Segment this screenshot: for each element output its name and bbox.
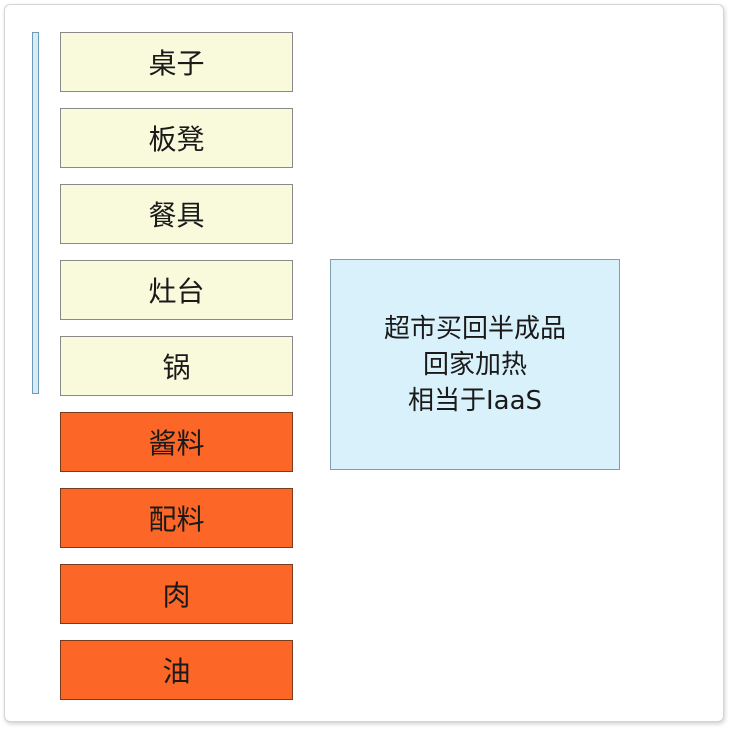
explanation-box: 超市买回半成品 回家加热 相当于IaaS — [330, 259, 620, 470]
stack-item-sauce: 酱料 — [60, 412, 293, 472]
note-line-2: 回家加热 — [422, 349, 527, 380]
layer-stack: 桌子 板凳 餐具 灶台 锅 酱料 配料 肉 油 — [60, 32, 293, 716]
stack-item-oil: 油 — [60, 640, 293, 700]
stack-item-tableware: 餐具 — [60, 184, 293, 244]
stack-item-stove: 灶台 — [60, 260, 293, 320]
provided-bracket — [32, 32, 39, 394]
note-line-3: 相当于IaaS — [407, 385, 543, 416]
note-line-1: 超市买回半成品 — [383, 313, 566, 344]
stack-item-meat: 肉 — [60, 564, 293, 624]
stack-item-bench: 板凳 — [60, 108, 293, 168]
stack-item-pot: 锅 — [60, 336, 293, 396]
stack-item-ingredients: 配料 — [60, 488, 293, 548]
stack-item-table: 桌子 — [60, 32, 293, 92]
